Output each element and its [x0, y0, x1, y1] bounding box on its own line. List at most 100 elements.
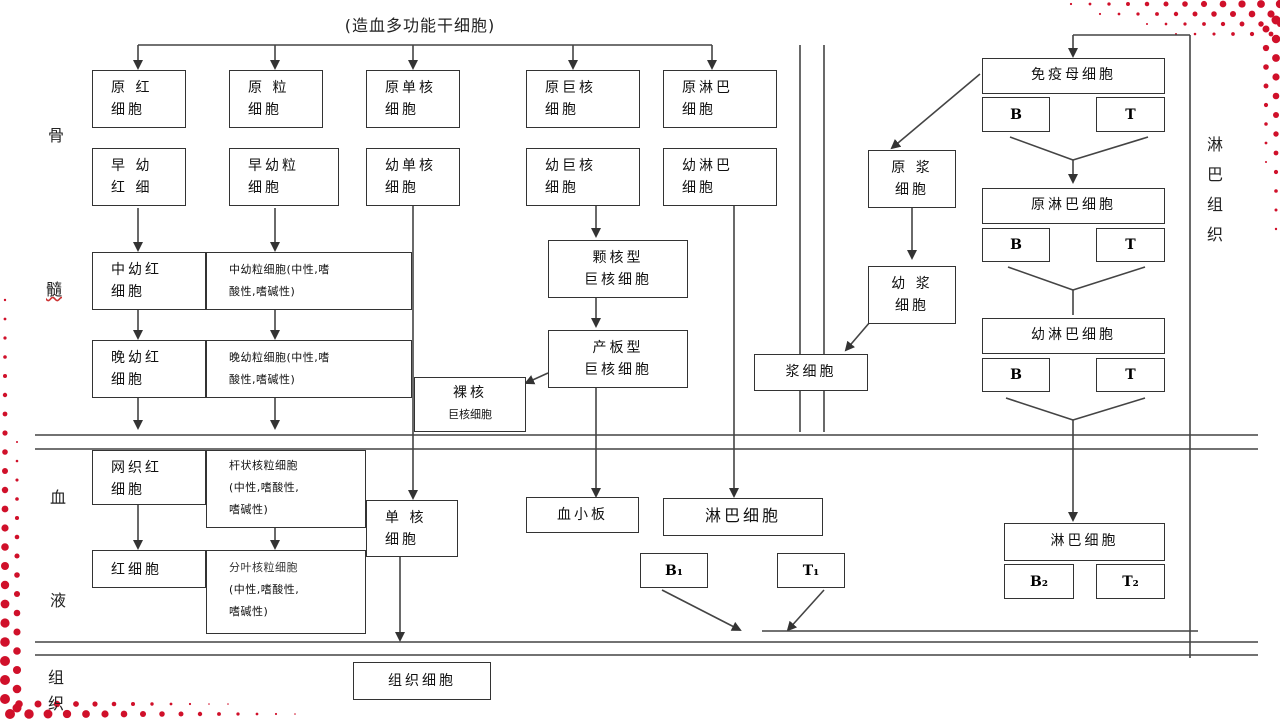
reticulocyte-box: 网织红细胞: [92, 450, 206, 505]
decor-dot: [159, 711, 165, 717]
decor-dot: [1211, 11, 1217, 17]
decor-dot: [217, 712, 221, 716]
decor-dot: [1219, 0, 1227, 8]
decor-dot: [1173, 11, 1179, 17]
decor-dot: [1274, 227, 1278, 231]
metamyelocyte-box: 晚幼粒细胞(中性,嗜酸性,嗜碱性): [206, 340, 412, 398]
decor-dot: [1193, 32, 1197, 36]
b1-cell-box: B₁: [640, 553, 708, 588]
decor-dot: [1273, 112, 1279, 118]
decor-dot: [3, 317, 7, 321]
decor-dot: [1231, 32, 1235, 36]
decor-dot: [92, 701, 98, 707]
decor-dot: [2, 468, 8, 474]
decor-dot: [1098, 12, 1102, 16]
immunoblast-box: 免疫母细胞: [982, 58, 1165, 94]
label-blood: 血: [50, 488, 67, 507]
decor-dot: [188, 702, 192, 706]
proerythroblast-box: 原 红细胞: [92, 70, 186, 128]
decor-dot: [1, 505, 9, 513]
decor-dot: [0, 694, 10, 704]
decor-dot: [1239, 21, 1245, 27]
decor-dot: [1262, 25, 1270, 33]
decor-dot: [34, 700, 42, 708]
decor-dot: [1262, 44, 1270, 52]
lymphoblast-box: 原淋巴细胞: [663, 70, 777, 128]
b-cell-box-3: B: [982, 358, 1050, 392]
decor-dot: [53, 700, 61, 708]
decor-dot: [14, 534, 20, 540]
decor-dot: [73, 701, 79, 707]
decor-dot: [1271, 15, 1280, 25]
decor-dot: [1, 562, 9, 570]
decor-dot: [1263, 102, 1269, 108]
b-cell-box-1: B: [982, 97, 1050, 132]
decor-dot: [0, 618, 10, 628]
decor-dot: [1272, 73, 1280, 81]
decor-dot: [3, 336, 7, 340]
promyelocyte-box: 早幼粒细胞: [229, 148, 339, 206]
granular-megakaryocyte-box: 颗核型巨核细胞: [548, 240, 688, 298]
megakaryoblast-box: 原巨核细胞: [526, 70, 640, 128]
monoblast-box: 原单核细胞: [366, 70, 460, 128]
decor-dot: [1164, 22, 1168, 26]
promonocyte-box: 幼单核细胞: [366, 148, 460, 206]
decor-dot: [24, 709, 34, 719]
decor-dot: [1263, 83, 1269, 89]
decor-dot: [1272, 54, 1280, 62]
decor-dot: [1, 486, 9, 494]
decor-dot: [111, 701, 117, 707]
lymphocyte-box: 淋巴细胞: [663, 498, 823, 536]
decor-dot: [1238, 0, 1246, 8]
decor-dot: [227, 703, 229, 705]
b2-cell-box: B₂: [1004, 564, 1074, 599]
decor-dot: [1, 543, 9, 551]
decor-dot: [15, 700, 23, 708]
red-blood-cell-box: 红细胞: [92, 550, 206, 588]
decor-dot: [12, 665, 22, 675]
decor-dot: [13, 609, 21, 617]
decor-dot: [1264, 160, 1268, 164]
label-tissue-1: 组: [48, 668, 65, 687]
decor-dot: [1263, 64, 1269, 70]
decor-dot: [255, 712, 259, 716]
decor-dot: [1144, 1, 1150, 7]
decor-dot: [1268, 31, 1274, 37]
decor-dot: [131, 702, 135, 706]
segmented-granulocyte-box: 分叶核粒细胞(中性,嗜酸性,嗜碱性): [206, 550, 366, 634]
proplasmacyte-box: 幼 浆细胞: [868, 266, 956, 324]
decor-dot: [15, 497, 19, 501]
decor-dot: [169, 702, 173, 706]
monocyte-box: 单 核细胞: [366, 500, 458, 557]
decor-dot: [3, 298, 7, 302]
label-marrow: 髓: [46, 280, 63, 299]
b-cell-box-2: B: [982, 228, 1050, 262]
decor-dot: [1249, 31, 1255, 37]
decor-dot: [82, 710, 90, 718]
naked-nucleus-megakaryocyte-box: 裸核巨核细胞: [414, 377, 526, 432]
decor-dot: [1274, 189, 1278, 193]
late-erythroblast-box: 晚幼红细胞: [92, 340, 206, 398]
decor-dot: [150, 702, 154, 706]
decor-dot: [13, 628, 21, 636]
decor-dot: [139, 710, 147, 718]
decor-dot: [236, 712, 240, 716]
decor-dot: [1275, 0, 1280, 9]
t-cell-box-2: T: [1096, 228, 1165, 262]
promegakaryocyte-box: 幼巨核细胞: [526, 148, 640, 206]
decor-dot: [1264, 141, 1268, 145]
decor-dot: [120, 710, 128, 718]
decor-dot: [1145, 22, 1149, 26]
decor-dot: [15, 440, 19, 444]
label-fluid: 液: [50, 591, 67, 610]
t1-cell-box: T₁: [777, 553, 845, 588]
decor-dot: [1257, 0, 1265, 8]
decor-dot: [1258, 21, 1264, 27]
decor-dot: [274, 712, 278, 716]
decor-dot: [208, 703, 210, 705]
decor-dot: [1220, 21, 1226, 27]
decor-dot: [1088, 2, 1092, 6]
decor-dot: [0, 656, 10, 666]
